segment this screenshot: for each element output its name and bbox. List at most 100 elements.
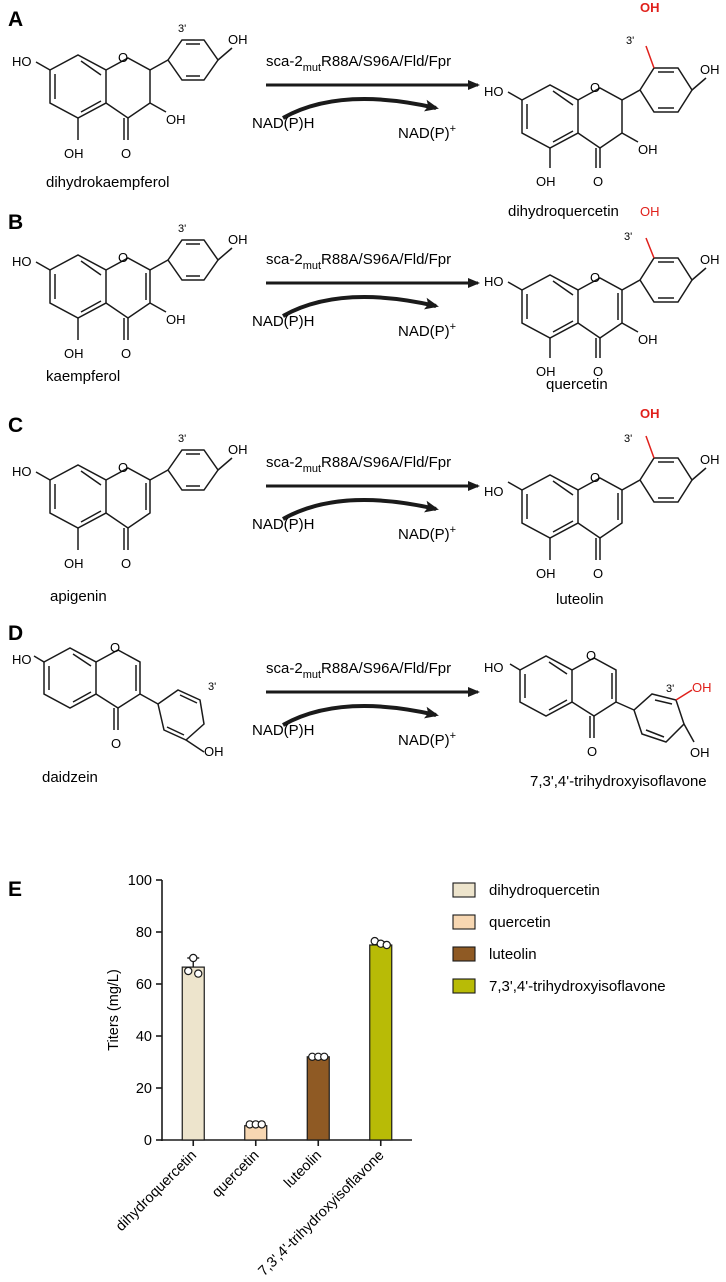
reaction-a: sca-2mutR88A/S96A/Fld/Fpr NAD(P)H NAD(P)… — [252, 53, 480, 142]
substrate-b-oh-5: OH — [64, 346, 84, 361]
cofactor-in-c: NAD(P)H — [252, 516, 315, 533]
substrate-a-carbonyl-o: O — [121, 146, 131, 161]
quercetin-structure: HO O OH O OH OH OH 3' — [484, 204, 720, 379]
enzyme-label-a: sca-2mutR88A/S96A/Fld/Fpr — [266, 53, 451, 74]
substrate-d-ring-o: O — [110, 640, 120, 655]
substrate-c-ho: HO — [12, 464, 32, 479]
substrate-d-carbonyl-o: O — [111, 736, 121, 751]
cofactor-out-b: NAD(P)+ — [398, 321, 456, 340]
apigenin-structure: HO O OH O OH 3' — [12, 433, 248, 571]
panel-c: C HO O OH O OH 3' apigenin sca-2mutR88A/… — [8, 406, 720, 608]
cofactor-out-d: NAD(P)+ — [398, 730, 456, 749]
panel-letter-d: D — [8, 622, 23, 645]
dihydroquercetin-structure: HO O OH O OH OH OH 3' — [484, 0, 720, 189]
panel-b: B HO O OH O OH OH 3' kaempferol sca-2mut… — [8, 204, 720, 393]
product-d-ring-o: O — [586, 648, 596, 663]
substrate-a-prime: 3' — [178, 23, 186, 35]
data-point — [257, 1120, 266, 1129]
reaction-d: sca-2mutR88A/S96A/Fld/Fpr NAD(P)H NAD(P)… — [252, 660, 480, 749]
product-a-new-oh: OH — [640, 0, 660, 15]
substrate-d-prime: 3' — [208, 681, 216, 693]
y-tick-label: 60 — [136, 977, 152, 993]
product-a-oh-3: OH — [638, 142, 658, 157]
bar-2 — [306, 1056, 330, 1141]
product-b-ho: HO — [484, 274, 504, 289]
product-b-oh-3: OH — [638, 332, 658, 347]
substrate-d-oh-4p: OH — [204, 744, 224, 759]
enzyme-label-d: sca-2mutR88A/S96A/Fld/Fpr — [266, 660, 451, 681]
product-b-new-oh: OH — [640, 204, 660, 219]
substrate-b-oh-3: OH — [166, 312, 186, 327]
substrate-b-oh-4p: OH — [228, 232, 248, 247]
panel-letter-b: B — [8, 211, 23, 234]
product-a-carbonyl-o: O — [593, 174, 603, 189]
product-name-d: 7,3',4'-trihydroxyisoflavone — [530, 773, 707, 790]
cofactor-arrow-b — [282, 295, 439, 318]
panel-a: A HO O OH O OH OH 3' dihydrokaempferol s… — [8, 0, 720, 220]
reaction-b: sca-2mutR88A/S96A/Fld/Fpr NAD(P)H NAD(P)… — [252, 251, 480, 340]
legend-label-3: 7,3',4'-trihydroxyisoflavone — [489, 978, 666, 995]
data-point — [382, 940, 391, 950]
substrate-c-ring-o: O — [118, 460, 128, 475]
product-d-ho: HO — [484, 660, 504, 675]
panel-letter-c: C — [8, 414, 23, 437]
enzyme-label-c: sca-2mutR88A/S96A/Fld/Fpr — [266, 454, 451, 475]
x-tick-label-2: luteolin — [281, 1148, 325, 1192]
daidzein-structure: HO O O OH 3' — [12, 640, 224, 759]
product-c-oh-4p: OH — [700, 452, 720, 467]
substrate-c-carbonyl-o: O — [121, 556, 131, 571]
cofactor-in-b: NAD(P)H — [252, 313, 315, 330]
cofactor-arrow-c — [282, 498, 439, 521]
cofactor-arrow-a — [282, 97, 439, 120]
y-tick-label: 80 — [136, 925, 152, 941]
product-a-oh-5: OH — [536, 174, 556, 189]
substrate-c-oh-4p: OH — [228, 442, 248, 457]
substrate-name-a: dihydrokaempferol — [46, 174, 169, 191]
kaempferol-structure: HO O OH O OH OH 3' — [12, 223, 248, 361]
product-c-prime: 3' — [624, 433, 632, 445]
y-tick-label: 0 — [144, 1133, 152, 1149]
enzyme-label-b: sca-2mutR88A/S96A/Fld/Fpr — [266, 251, 451, 272]
cofactor-out-c: NAD(P)+ — [398, 524, 456, 543]
product-c-carbonyl-o: O — [593, 566, 603, 581]
substrate-c-oh-5: OH — [64, 556, 84, 571]
panel-letter-a: A — [8, 8, 23, 31]
legend-swatch-2 — [452, 946, 476, 962]
substrate-a-oh-3: OH — [166, 112, 186, 127]
reaction-c: sca-2mutR88A/S96A/Fld/Fpr NAD(P)H NAD(P)… — [252, 454, 480, 543]
product-name-a: dihydroquercetin — [508, 203, 619, 220]
x-tick-label-3: 7,3',4'-trihydroxyisoflavone — [256, 1148, 388, 1280]
cofactor-in-a: NAD(P)H — [252, 115, 315, 132]
product-d-carbonyl-o: O — [587, 744, 597, 759]
x-tick-label-1: quercetin — [209, 1148, 262, 1201]
legend-swatch-1 — [452, 914, 476, 930]
product-d-new-oh: OH — [692, 680, 712, 695]
substrate-b-ho: HO — [12, 254, 32, 269]
substrate-b-ring-o: O — [118, 250, 128, 265]
dihydrokaempferol-structure: HO O OH O OH OH 3' — [12, 23, 248, 161]
y-tick-label: 40 — [136, 1029, 152, 1045]
cofactor-in-d: NAD(P)H — [252, 722, 315, 739]
y-axis-label: Titers (mg/L) — [106, 969, 122, 1051]
product-a-prime: 3' — [626, 35, 634, 47]
data-point — [320, 1052, 329, 1062]
substrate-name-d: daidzein — [42, 769, 98, 786]
product-b-oh-5: OH — [536, 364, 556, 379]
substrate-a-oh-5: OH — [64, 146, 84, 161]
substrate-b-prime: 3' — [178, 223, 186, 235]
product-b-carbonyl-o: O — [593, 364, 603, 379]
legend-label-2: luteolin — [489, 946, 537, 963]
data-point — [184, 966, 193, 976]
y-tick-label: 100 — [128, 873, 152, 889]
chart-legend: dihydroquercetinquercetinluteolin7,3',4'… — [452, 882, 666, 995]
substrate-name-c: apigenin — [50, 588, 107, 605]
trihydroxyisoflavone-structure: HO O O OH OH 3' — [484, 648, 712, 760]
bar-0 — [181, 966, 205, 1141]
luteolin-structure: HO O OH O OH OH 3' — [484, 406, 720, 581]
product-d-oh-4p: OH — [690, 745, 710, 760]
product-name-b: quercetin — [546, 376, 608, 393]
product-b-prime: 3' — [624, 231, 632, 243]
data-point — [189, 953, 198, 963]
